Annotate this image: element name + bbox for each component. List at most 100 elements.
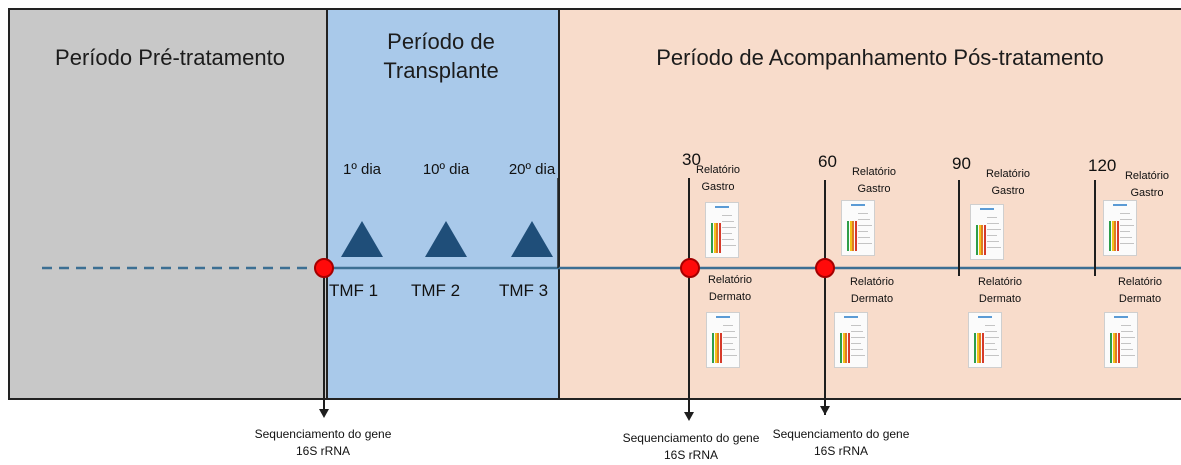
thumbnail-line	[1120, 231, 1130, 232]
dermato-report-label-30: Relatório Dermato	[707, 274, 753, 303]
dermato-report-thumbnail	[1104, 312, 1138, 368]
tmf-1-triangle-icon	[341, 221, 383, 257]
thumbnail-line	[985, 325, 995, 326]
sampling-marker-1	[314, 258, 334, 278]
thumbnail-bar	[714, 333, 717, 363]
gastro-report-label-120: Relatório Gastro	[1124, 170, 1170, 199]
thumbnail-bar	[713, 223, 716, 253]
thumbnail-bar	[716, 223, 718, 253]
thumbnail-bar	[840, 333, 842, 363]
thumbnail-line	[987, 229, 1001, 230]
gastro-report-thumbnail	[970, 204, 1004, 260]
thumbnail-bar	[976, 225, 978, 255]
thumbnail-line	[1120, 213, 1130, 214]
day-60-label: 60	[818, 152, 837, 171]
dermato-report-thumbnail	[968, 312, 1002, 368]
thumbnail-bar	[712, 333, 714, 363]
day-label-20: 20º dia	[508, 161, 556, 178]
post-treatment-title: Período de Acompanhamento Pós-tratamento	[656, 45, 1104, 70]
day-120-label: 120	[1088, 156, 1117, 175]
thumbnail-bar	[1112, 333, 1115, 363]
thumbnail-bar	[978, 225, 981, 255]
thumbnail-line	[858, 213, 868, 214]
thumbnail-bar	[983, 225, 986, 255]
gastro-report-label-60: Relatório Gastro	[851, 166, 897, 195]
day-label-10: 10º dia	[422, 161, 470, 178]
day-60-tick	[824, 180, 826, 415]
thumbnail-bar	[1110, 333, 1112, 363]
day-90-tick	[958, 180, 960, 276]
thumbnail-line	[722, 221, 734, 222]
gastro-report-thumbnail	[841, 200, 875, 256]
thumbnail-line	[722, 215, 732, 216]
thumbnail-bar	[1117, 333, 1120, 363]
thumbnail-line	[1121, 349, 1133, 350]
thumbnail-line	[1121, 325, 1131, 326]
tmf-2-triangle-icon	[425, 221, 467, 257]
thumbnail-line	[722, 233, 732, 234]
thumbnail-line	[851, 343, 861, 344]
sequencing-label-1: Sequenciamento do gene 16S rRNA	[254, 427, 392, 459]
thumbnail-line	[722, 245, 736, 246]
thumbnail-bar	[849, 221, 852, 251]
thumbnail-line	[858, 231, 868, 232]
sampling-marker-60	[815, 258, 835, 278]
tmf-3-label: TMF 3	[499, 281, 549, 300]
thumbnail-line	[985, 343, 995, 344]
thumbnail-line	[1120, 219, 1132, 220]
transplant-panel	[326, 8, 560, 400]
gastro-report-label-30: Relatório Gastro	[696, 164, 741, 193]
thumbnail-line	[1121, 355, 1135, 356]
thumbnail-bar	[1116, 221, 1119, 251]
thumbnail-bar	[718, 223, 721, 253]
thumbnail-line	[985, 349, 997, 350]
pre-treatment-title: Período Pré-tratamento	[55, 45, 285, 70]
thumbnail-line	[851, 349, 863, 350]
thumbnail-bar	[1109, 221, 1111, 251]
thumbnail-line	[723, 343, 733, 344]
day-30-label: 30	[682, 150, 701, 169]
dermato-report-thumbnail	[834, 312, 868, 368]
tmf-2-label: TMF 2	[411, 281, 461, 300]
thumbnail-line	[858, 225, 872, 226]
thumbnail-bar	[974, 333, 976, 363]
day-30-tick	[688, 178, 690, 413]
thumbnail-bar	[1114, 221, 1116, 251]
thumbnail-line	[851, 325, 861, 326]
thumbnail-bar	[717, 333, 719, 363]
thumbnail-bar	[981, 333, 984, 363]
thumbnail-bar	[847, 221, 849, 251]
thumbnail-line	[722, 239, 734, 240]
thumbnail-line	[858, 243, 872, 244]
thumbnail-line	[985, 337, 999, 338]
thumbnail-line	[1120, 237, 1132, 238]
thumbnail-line	[1121, 343, 1131, 344]
sampling-marker-30	[680, 258, 700, 278]
thumbnail-line	[985, 331, 997, 332]
sequencing-arrow-60	[820, 406, 830, 415]
thumbnail-bar	[1115, 333, 1117, 363]
dermato-report-label-120: Relatório Dermato	[1117, 276, 1163, 305]
sequencing-arrow-1	[319, 409, 329, 418]
thumbnail-bar	[719, 333, 722, 363]
thumbnail-line	[723, 325, 733, 326]
tmf-3-triangle-icon	[511, 221, 553, 257]
thumbnail-line	[987, 235, 997, 236]
thumbnail-line	[723, 355, 737, 356]
thumbnail-line	[723, 331, 735, 332]
thumbnail-bar	[845, 333, 847, 363]
thumbnail-line	[858, 237, 870, 238]
thumbnail-bar	[854, 221, 857, 251]
thumbnail-line	[987, 217, 997, 218]
thumbnail-line	[987, 241, 999, 242]
sequencing-label-60: Sequenciamento do gene 16S rRNA	[772, 427, 910, 459]
thumbnail-line	[1120, 243, 1134, 244]
dermato-report-thumbnail	[706, 312, 740, 368]
thumbnail-bar	[976, 333, 979, 363]
thumbnail-bar	[1111, 221, 1114, 251]
day-1-tick	[323, 268, 325, 410]
transplant-title: Período de Transplante	[383, 29, 499, 83]
thumbnail-line	[987, 247, 1001, 248]
thumbnail-bar	[847, 333, 850, 363]
